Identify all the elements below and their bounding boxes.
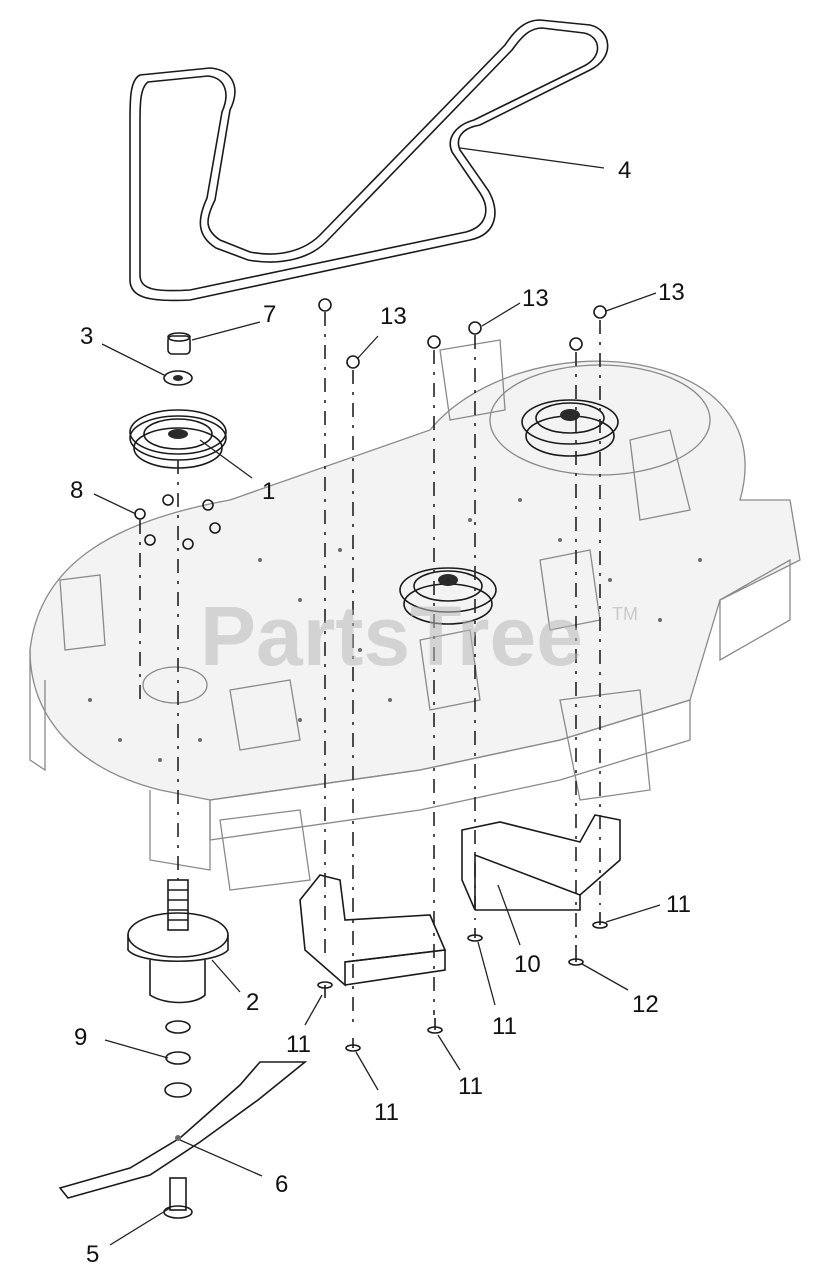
- screws: [317, 912, 608, 1052]
- baffle-right: [461, 814, 621, 911]
- callout-9: 9: [74, 1024, 87, 1051]
- callout-7: 7: [263, 301, 276, 328]
- callout-2: 2: [246, 989, 259, 1016]
- callout-3: 3: [80, 323, 93, 350]
- washers-bottom: [164, 1020, 192, 1098]
- spacer: [167, 332, 191, 355]
- blade: [58, 1061, 308, 1199]
- nuts: [134, 298, 607, 550]
- callout-1: 1: [262, 478, 275, 505]
- callout-labels: 1 2 3 4 5 6 7 8 9 10 11 11 11 11 11 12 1…: [70, 157, 691, 1268]
- watermark-text: PartsTree: [200, 589, 583, 683]
- watermark-trademark: TM: [612, 604, 638, 624]
- assembly-centerlines: [139, 312, 601, 1030]
- spindle-assembly: [127, 879, 229, 1004]
- leader-lines: [93, 147, 661, 1246]
- pulley-left: [129, 409, 227, 469]
- callout-4: 4: [618, 157, 631, 184]
- pulley-center: [399, 567, 497, 625]
- callout-11: 11: [492, 1013, 517, 1040]
- callout-13: 13: [522, 285, 549, 312]
- drive-belt: [129, 19, 609, 302]
- callout-13: 13: [380, 303, 407, 330]
- callout-11: 11: [666, 891, 691, 918]
- callout-5: 5: [86, 1241, 99, 1268]
- pulley-right: [521, 399, 619, 457]
- partstree-watermark: PartsTree TM: [200, 589, 638, 683]
- callout-11: 11: [374, 1099, 399, 1126]
- blade-bolt: [163, 1177, 193, 1219]
- baffle-left: [299, 874, 447, 987]
- callout-8: 8: [70, 477, 83, 504]
- mower-deck: [29, 339, 801, 891]
- callout-11: 11: [286, 1031, 311, 1058]
- callout-13: 13: [658, 279, 685, 306]
- washer-top: [163, 370, 193, 386]
- callout-11: 11: [458, 1073, 483, 1100]
- callout-10: 10: [514, 951, 541, 978]
- callout-6: 6: [275, 1171, 288, 1198]
- callout-12: 12: [632, 991, 659, 1018]
